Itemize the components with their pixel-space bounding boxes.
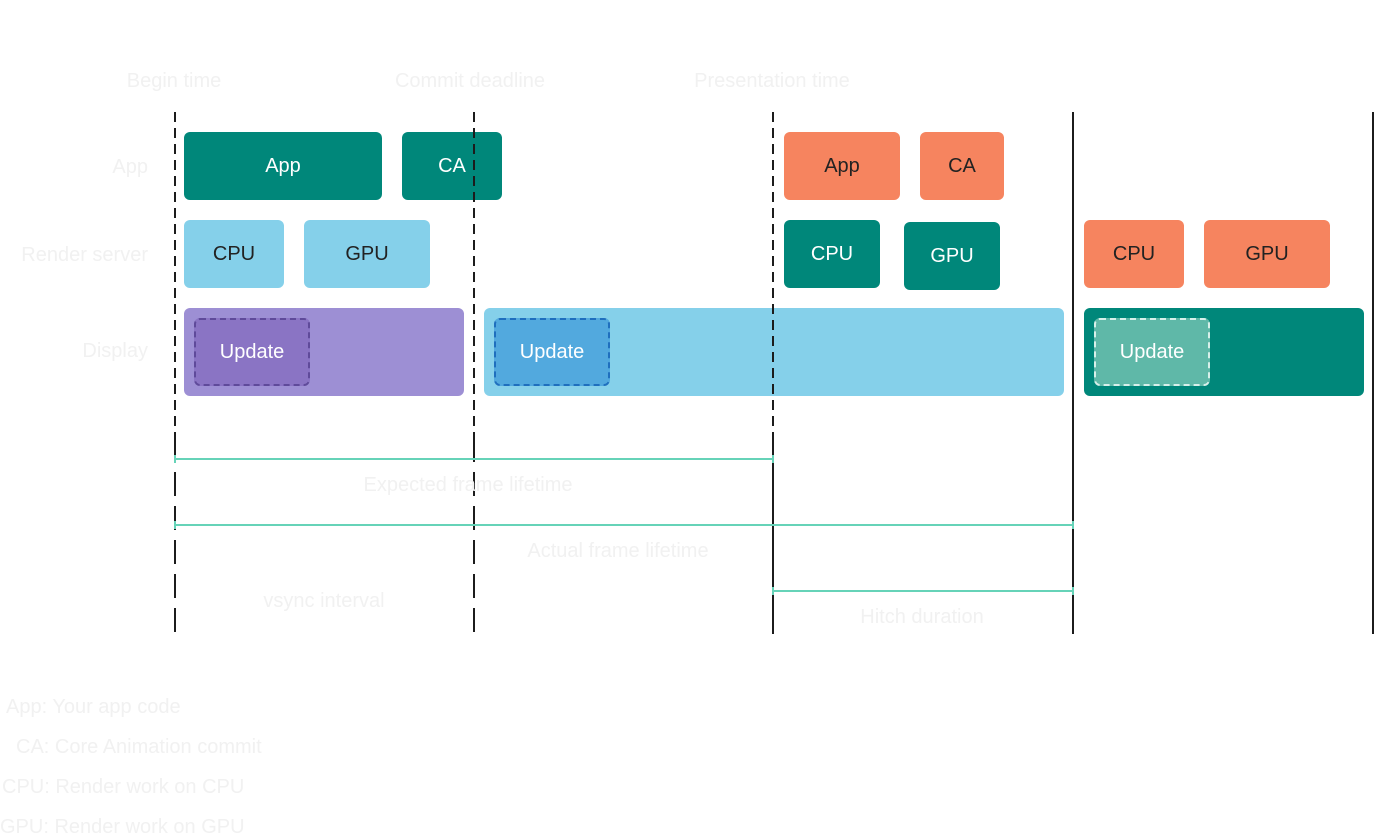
presentation-time-line (772, 112, 774, 438)
row-label-display: Display (82, 340, 148, 362)
display-block-2: Update (484, 308, 1064, 396)
display-update-2-label: Update (519, 341, 585, 363)
legend-ca: CA: Core Animation commit (16, 736, 262, 758)
expected-lifetime-label: Expected frame lifetime (363, 474, 573, 496)
frame1-app-label: App (265, 155, 301, 177)
legend-app: App: Your app code (6, 696, 181, 718)
frame3-cpu-label: CPU (1112, 243, 1156, 265)
expected-lifetime-span (174, 455, 774, 463)
commit-deadline-line (473, 112, 475, 438)
legend-cpu: CPU: Render work on CPU (2, 776, 245, 798)
frame2-cpu-block: CPU (784, 220, 880, 288)
vsync-interval-label: vsync interval (263, 590, 385, 612)
frame1-gpu-block: GPU (304, 220, 430, 288)
frame3-gpu-block: GPU (1204, 220, 1330, 288)
frame2-gpu-block: GPU (904, 222, 1000, 290)
frame1-app-block: App (184, 132, 382, 200)
frame1-ca-label: CA (438, 155, 466, 177)
frame2-gpu-label: GPU (930, 245, 974, 267)
frame1-gpu-label: GPU (345, 243, 389, 265)
display-block-1: Update (184, 308, 464, 396)
frame2-ca-block: CA (920, 132, 1004, 200)
display-update-1-label: Update (219, 341, 285, 363)
begin-time-line (174, 112, 176, 438)
display-block-3: Update (1084, 308, 1364, 396)
frame1-ca-block: CA (402, 132, 502, 200)
frame2-app-label: App (824, 155, 860, 177)
frame2-app-block: App (784, 132, 900, 200)
frame3-gpu-label: GPU (1245, 243, 1289, 265)
commit-deadline-label: Commit deadline (394, 70, 546, 92)
display-update-3-label: Update (1119, 341, 1185, 363)
presentation-time-line-lower (772, 438, 774, 634)
row-label-app: App (112, 156, 148, 178)
begin-time-line-lower (174, 438, 176, 634)
frame2-ca-label: CA (948, 155, 976, 177)
hitch-duration-label: Hitch duration (860, 606, 984, 628)
legend-gpu: GPU: Render work on GPU (0, 816, 245, 838)
vsync-line-4 (1072, 112, 1074, 634)
row-label-render-server: Render server (21, 244, 148, 266)
display-update-2: Update (494, 318, 610, 386)
actual-lifetime-label: Actual frame lifetime (527, 540, 709, 562)
begin-time-label: Begin time (126, 70, 222, 92)
display-update-1: Update (194, 318, 310, 386)
vsync-line-5 (1372, 112, 1374, 634)
hitch-duration-span (772, 587, 1074, 595)
frame2-cpu-label: CPU (810, 243, 854, 265)
actual-lifetime-span (174, 521, 1074, 529)
frame1-cpu-label: CPU (212, 243, 256, 265)
display-update-3: Update (1094, 318, 1210, 386)
frame3-cpu-block: CPU (1084, 220, 1184, 288)
presentation-time-label: Presentation time (694, 70, 850, 92)
commit-deadline-line-lower (473, 438, 475, 634)
frame1-cpu-block: CPU (184, 220, 284, 288)
